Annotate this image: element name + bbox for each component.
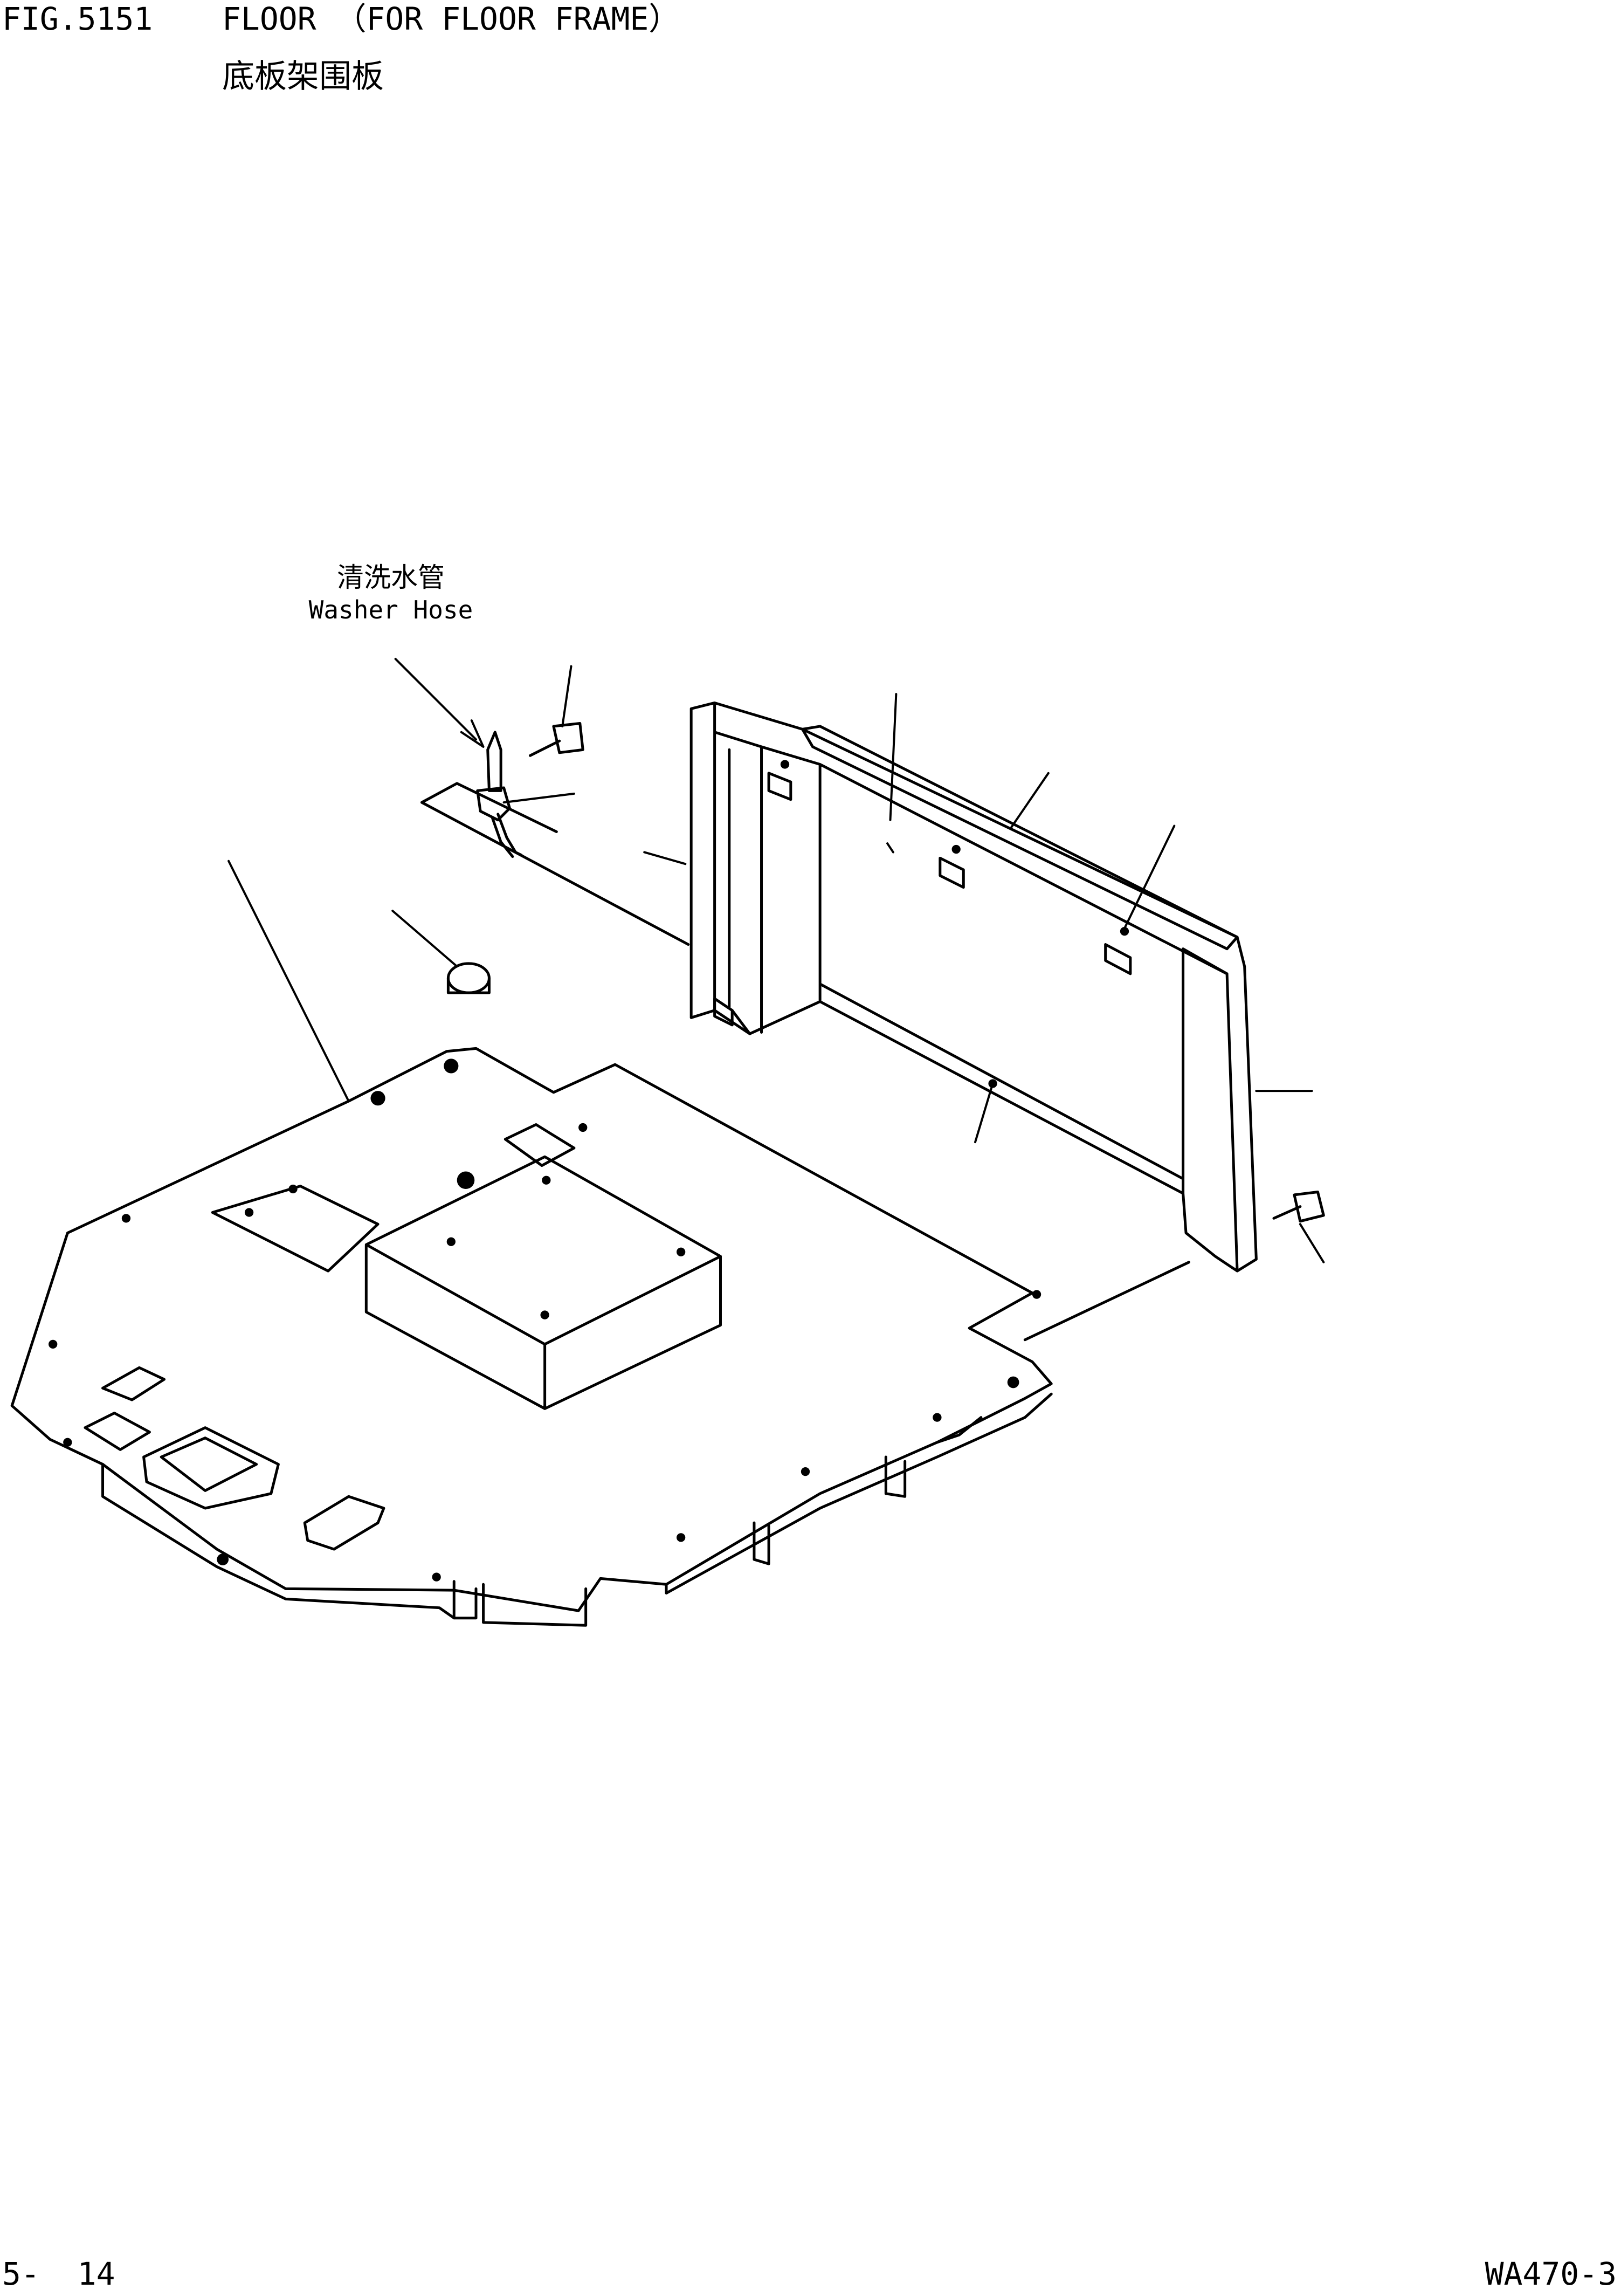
floor-hatch-small [505,1125,574,1166]
bolt-upper [530,723,583,755]
frame-brackets [715,773,1130,1025]
figure-title-chinese: 底板架围板 [222,58,384,95]
floor-slot [103,1367,164,1400]
footer-page-number: 5- 14 [2,2256,115,2292]
floor-oval-opening [305,1496,384,1549]
leader-knob [392,911,457,966]
leader-frame-edge [1010,773,1049,829]
footer-model-number: WA470-3 [1485,2256,1617,2292]
floor-knob-side [448,978,489,993]
floor-back-edge [422,802,1189,1340]
leader-clamp [504,794,574,802]
leader-frame-top [890,694,896,820]
washer-hose-plate [422,783,557,832]
bolt-lower [1274,1192,1323,1221]
floor-hatch-left [212,1186,378,1271]
leader-tick [887,843,893,852]
floor-plate-edge [103,1394,1052,1618]
leader-washer-hose-arrow [461,720,484,747]
washer-hose-label-cn: 清洗水管 [337,562,445,593]
leader-bolt-upper [562,666,571,726]
floor-plate [12,1048,1051,1611]
rear-frame-top [803,729,1238,948]
leader-frame-bracket [1125,826,1174,929]
washer-hose-label-en: Washer Hose [308,595,473,624]
leader-bolt-lower [1300,1224,1323,1262]
floor-pedal-opening [144,1428,279,1508]
leader-frame-lower [975,1084,993,1143]
floor-box [366,1157,720,1408]
figure-title: FLOOR （FOR FLOOR FRAME） [222,1,680,37]
floor-opening-small [85,1413,149,1450]
floor-knob [448,964,489,993]
mounting-holes [49,760,1129,1582]
leader-lines [229,659,1323,1262]
leader-washer-hose [396,659,476,739]
washer-hose-part [478,732,521,857]
leader-floor-plate [229,861,349,1101]
leader-frame-left [644,852,685,864]
floor-brackets [454,1418,981,1626]
washer-hose-callout: 清洗水管 Washer Hose [291,561,491,625]
figure-number: FIG.5151 [2,1,153,37]
rear-frame [691,703,1256,1271]
